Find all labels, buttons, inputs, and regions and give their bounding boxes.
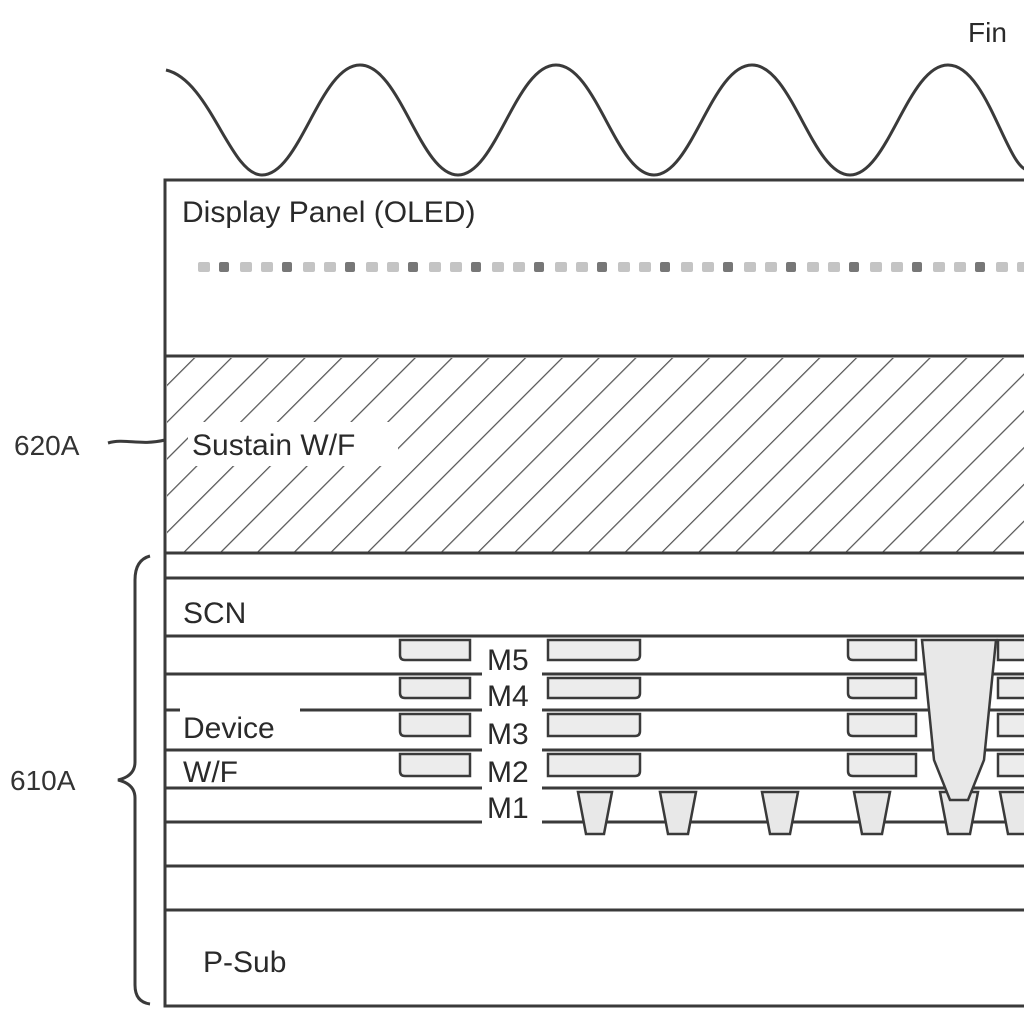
metal-stack-right (846, 638, 1024, 802)
ref-620a-leader (107, 438, 166, 445)
metal-label-m5: M5 (487, 644, 529, 677)
oled-pixel (807, 262, 819, 272)
oled-pixel-row (198, 262, 1024, 272)
oled-pixel (954, 262, 966, 272)
oled-pixel (555, 262, 567, 272)
oled-pixel (219, 262, 229, 272)
display-panel-layer: Display Panel (OLED) (165, 196, 1024, 358)
scn-label: SCN (183, 597, 246, 630)
device-wafer-label-line1: Device (183, 712, 275, 745)
oled-pixel (891, 262, 903, 272)
oled-pixel (765, 262, 777, 272)
oled-pixel (471, 262, 481, 272)
oled-pixel (660, 262, 670, 272)
finger-wave (165, 63, 1024, 177)
ref-610a: 610A (10, 765, 76, 796)
m1-vias (576, 790, 1024, 836)
oled-pixel (513, 262, 525, 272)
oled-pixel (702, 262, 714, 272)
oled-pixel (345, 262, 355, 272)
oled-pixel (933, 262, 945, 272)
through-via (920, 638, 998, 802)
oled-pixel (996, 262, 1008, 272)
device-wafer-label-line2: W/F (183, 756, 238, 789)
finger-label: Fin (968, 17, 1007, 48)
oled-pixel (450, 262, 462, 272)
oled-pixel (576, 262, 588, 272)
oled-pixel (786, 262, 796, 272)
oled-pixel (828, 262, 840, 272)
oled-pixel (681, 262, 693, 272)
oled-pixel (639, 262, 651, 272)
oled-pixel (408, 262, 418, 272)
oled-pixel (429, 262, 441, 272)
stack-outline (163, 178, 1024, 1008)
metal-label-m3: M3 (487, 718, 529, 751)
device-wafer-layer: SCN Device W/F M5 M4 M3 M2 (165, 576, 1024, 979)
oled-pixel (597, 262, 607, 272)
metal-label-m1: M1 (487, 792, 529, 825)
ref-620a: 620A (14, 430, 80, 461)
oled-pixel (366, 262, 378, 272)
metal-label-m2: M2 (487, 756, 529, 789)
sustain-wafer-label: Sustain W/F (192, 429, 355, 462)
display-panel-label: Display Panel (OLED) (182, 196, 475, 229)
sustain-wafer-layer: Sustain W/F (165, 358, 1024, 555)
oled-pixel (303, 262, 315, 272)
oled-pixel (975, 262, 985, 272)
oled-pixel (1017, 262, 1024, 272)
metal-label-m4: M4 (487, 680, 529, 713)
oled-pixel (618, 262, 630, 272)
metal-stack-left (398, 638, 642, 778)
oled-pixel (282, 262, 292, 272)
psub-label: P-Sub (203, 946, 286, 979)
oled-pixel (261, 262, 273, 272)
oled-pixel (723, 262, 733, 272)
oled-pixel (849, 262, 859, 272)
oled-pixel (912, 262, 922, 272)
oled-pixel (324, 262, 336, 272)
oled-pixel (870, 262, 882, 272)
oled-pixel (198, 262, 210, 272)
oled-pixel (492, 262, 504, 272)
metal-labels: M5 M4 M3 M2 M1 (482, 640, 542, 836)
oled-pixel (534, 262, 544, 272)
oled-pixel (240, 262, 252, 272)
ref-610a-brace (117, 554, 151, 1006)
oled-pixel (744, 262, 756, 272)
oled-pixel (387, 262, 399, 272)
